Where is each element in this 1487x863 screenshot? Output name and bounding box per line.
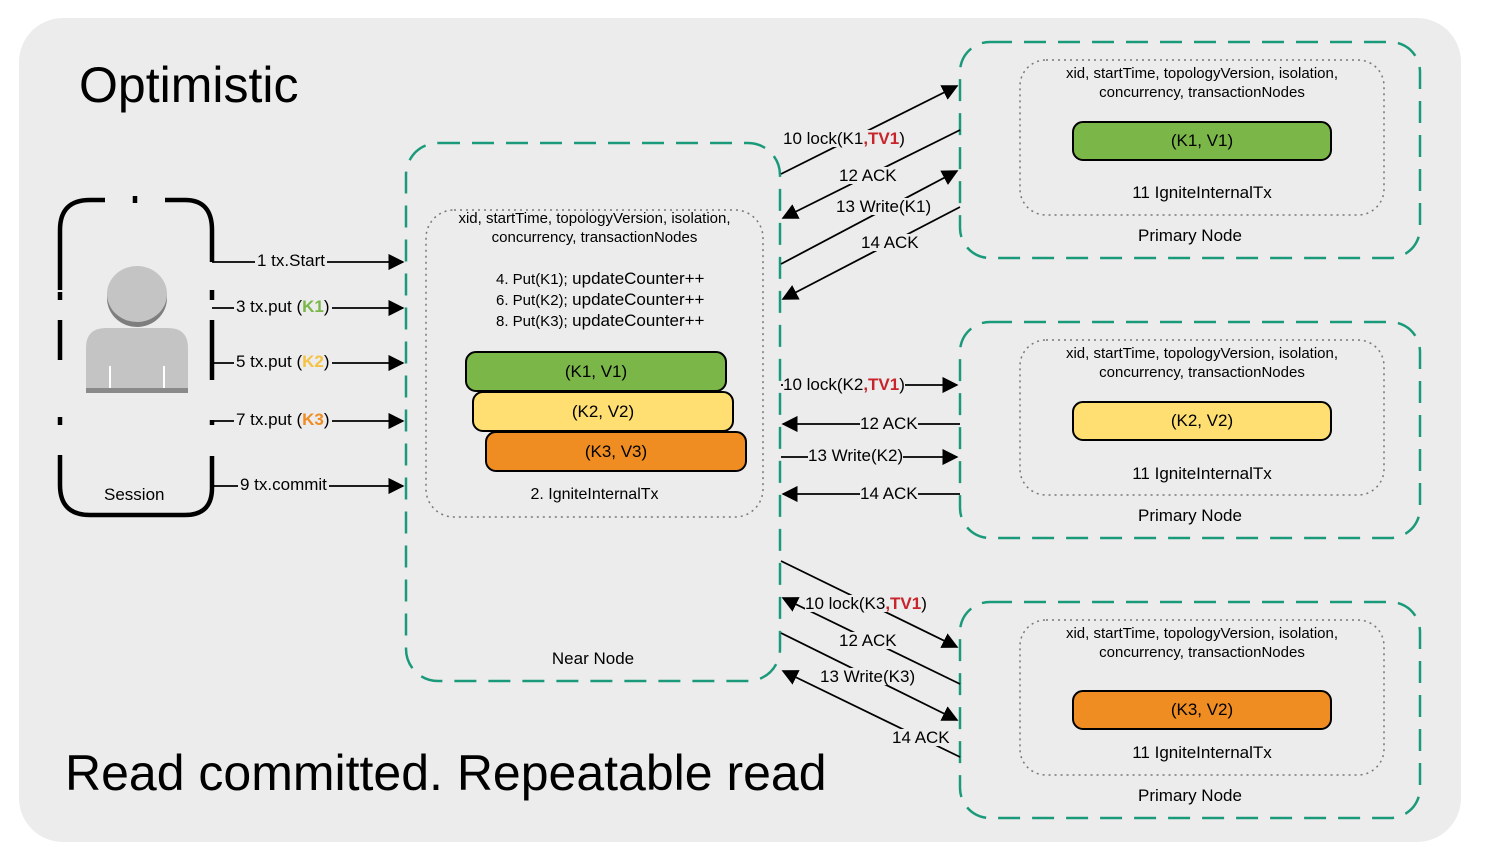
msg-lock-k1: 10 lock(K1,TV1)	[783, 129, 905, 148]
diagram-title: Optimistic	[79, 57, 299, 113]
msg-write-k1: 13 Write(K1)	[836, 197, 932, 216]
near-entry-k2: (K2, V2)	[472, 391, 734, 432]
near-op-1: 4. Put(K1); updateCounter++	[496, 269, 705, 288]
primary-node-frame-2	[958, 320, 1422, 540]
primary-1-arrows	[780, 85, 961, 300]
primary-1-tx-fields-2: concurrency, transactionNodes	[1099, 84, 1305, 101]
primary-2-arrows	[781, 376, 960, 503]
primary-2-entry: (K2, V2)	[1072, 401, 1332, 441]
primary-1-entry: (K1, V1)	[1072, 121, 1332, 161]
near-entry-k3: (K3, V3)	[485, 431, 747, 472]
primary-tx-frame-1	[1019, 59, 1385, 216]
session-label: Session	[104, 485, 165, 504]
primary-3-tx-fields-1: xid, startTime, topologyVersion, isolati…	[1065, 625, 1339, 642]
primary-1-tx-fields-1: xid, startTime, topologyVersion, isolati…	[1065, 65, 1339, 82]
label-tx-put-k1: 3 tx.put (K1)	[234, 297, 332, 316]
primary-1-label: Primary Node	[1138, 226, 1242, 245]
near-node-frame	[404, 141, 782, 683]
msg-ack1-k2: 12 ACK	[860, 414, 918, 433]
near-op-2: 6. Put(K2); updateCounter++	[496, 290, 705, 309]
near-entry-k1: (K1, V1)	[465, 351, 727, 392]
session-arrows	[212, 253, 405, 495]
arrow-write-k1	[780, 170, 959, 265]
primary-tx-frame-3	[1019, 619, 1385, 776]
label-tx-commit: 9 tx.commit	[238, 475, 329, 494]
msg-ack2-k3: 14 ACK	[892, 728, 950, 747]
near-tx-fields-2: concurrency, transactionNodes	[491, 229, 698, 246]
primary-3-tx-fields-2: concurrency, transactionNodes	[1099, 644, 1305, 661]
label-tx-put-k2: 5 tx.put (K2)	[234, 352, 332, 371]
msg-ack1-k1: 12 ACK	[839, 166, 897, 185]
primary-node-frame-3	[958, 600, 1422, 820]
near-tx-fields-1: xid, startTime, topologyVersion, isolati…	[458, 210, 731, 227]
diagram-subtitle: Read committed. Repeatable read	[65, 745, 827, 801]
msg-ack2-k2: 14 ACK	[860, 484, 918, 503]
label-tx-start: 1 tx.Start	[255, 251, 328, 270]
msg-lock-k3: 10 lock(K3,TV1)	[805, 594, 927, 613]
msg-ack1-k3: 12 ACK	[839, 631, 897, 650]
arrow-ack2-k1	[781, 206, 961, 300]
primary-node-frame-1	[958, 40, 1422, 260]
near-node-label: Near Node	[551, 649, 635, 668]
label-tx-put-k3: 7 tx.put (K3)	[234, 410, 332, 429]
msg-lock-k2: 10 lock(K2,TV1)	[783, 375, 905, 394]
near-op-3: 8. Put(K3); updateCounter++	[496, 311, 705, 330]
near-tx-label: 2. IgniteInternalTx	[530, 486, 659, 503]
near-tx-frame	[425, 209, 764, 518]
msg-write-k3: 13 Write(K3)	[820, 667, 916, 686]
primary-2-label: Primary Node	[1138, 506, 1242, 525]
primary-tx-frame-2	[1019, 339, 1385, 496]
msg-write-k2: 13 Write(K2)	[808, 446, 904, 465]
primary-1-tx-label: 11 IgniteInternalTx	[1132, 183, 1272, 202]
primary-2-tx-fields-2: concurrency, transactionNodes	[1099, 364, 1305, 381]
primary-2-tx-label: 11 IgniteInternalTx	[1132, 464, 1272, 483]
user-icon	[86, 266, 188, 393]
primary-2-tx-fields-1: xid, startTime, topologyVersion, isolati…	[1065, 345, 1339, 362]
primary-3-tx-label: 11 IgniteInternalTx	[1132, 743, 1272, 762]
primary-3-label: Primary Node	[1138, 786, 1242, 805]
msg-ack2-k1: 14 ACK	[861, 233, 919, 252]
primary-3-entry: (K3, V2)	[1072, 690, 1332, 730]
